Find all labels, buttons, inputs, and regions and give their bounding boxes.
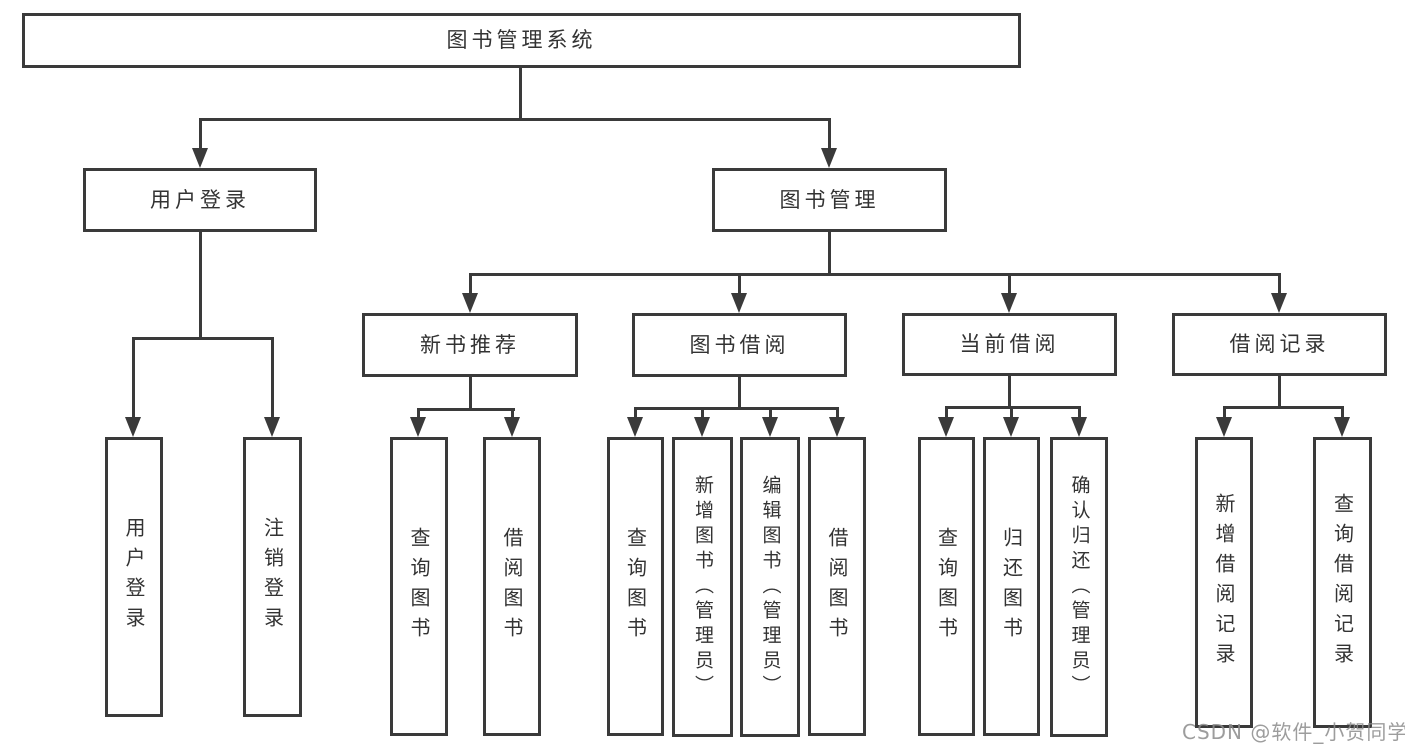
connector-line bbox=[634, 407, 838, 410]
node-user-login: 用户登录 bbox=[83, 168, 317, 232]
csdn-watermark: CSDN @软件_小贺同学 bbox=[1182, 720, 1405, 744]
leaf-query-borrow-record: 查询借阅记录 bbox=[1313, 437, 1372, 728]
node-borrow-records: 借阅记录 bbox=[1172, 313, 1387, 376]
leaf-add-book-admin: 新增图书（管理员） bbox=[672, 437, 733, 737]
connector-line bbox=[769, 407, 772, 421]
leaf-query-book-1-label: 查询图书 bbox=[407, 526, 431, 647]
node-book-borrow: 图书借阅 bbox=[632, 313, 847, 377]
arrowhead-down-icon bbox=[1216, 417, 1232, 437]
connector-line bbox=[828, 118, 831, 150]
leaf-add-book-admin-label: 新增图书（管理员） bbox=[692, 474, 714, 700]
connector-line bbox=[738, 273, 741, 297]
arrowhead-down-icon bbox=[462, 293, 478, 313]
leaf-borrow-book-1-label: 借阅图书 bbox=[500, 526, 524, 647]
leaf-user-login: 用户登录 bbox=[105, 437, 163, 717]
connector-line bbox=[1223, 406, 1344, 409]
connector-line bbox=[519, 68, 522, 118]
arrowhead-down-icon bbox=[504, 417, 520, 437]
connector-line bbox=[417, 408, 515, 411]
connector-line bbox=[828, 232, 831, 273]
leaf-edit-book-admin-label: 编辑图书（管理员） bbox=[759, 474, 782, 700]
node-book-management-label: 图书管理 bbox=[779, 187, 880, 212]
leaf-logout: 注销登录 bbox=[243, 437, 302, 717]
connector-line bbox=[1223, 406, 1226, 421]
leaf-query-borrow-record-label: 查询借阅记录 bbox=[1330, 492, 1355, 673]
arrowhead-down-icon bbox=[1271, 293, 1287, 313]
arrowhead-down-icon bbox=[1001, 293, 1017, 313]
leaf-return-book: 归还图书 bbox=[983, 437, 1040, 736]
connector-line bbox=[836, 407, 839, 421]
node-root-label: 图书管理系统 bbox=[446, 28, 597, 52]
connector-line bbox=[199, 118, 831, 121]
leaf-borrow-book-1: 借阅图书 bbox=[483, 437, 541, 736]
leaf-confirm-return-admin: 确认归还（管理员） bbox=[1050, 437, 1108, 737]
leaf-add-borrow-record: 新增借阅记录 bbox=[1195, 437, 1253, 728]
arrowhead-down-icon bbox=[192, 148, 208, 168]
connector-line bbox=[945, 406, 948, 421]
leaf-edit-book-admin: 编辑图书（管理员） bbox=[740, 437, 800, 737]
connector-line bbox=[1010, 406, 1013, 421]
connector-line bbox=[1278, 273, 1281, 297]
node-new-book-recommend-label: 新书推荐 bbox=[420, 332, 520, 357]
arrowhead-down-icon bbox=[762, 417, 778, 437]
connector-line bbox=[945, 406, 1081, 409]
connector-line bbox=[469, 273, 1281, 276]
arrowhead-down-icon bbox=[627, 417, 643, 437]
arrowhead-down-icon bbox=[1071, 417, 1087, 437]
leaf-query-book-3: 查询图书 bbox=[918, 437, 975, 736]
leaf-add-borrow-record-label: 新增借阅记录 bbox=[1212, 492, 1236, 673]
arrowhead-down-icon bbox=[829, 417, 845, 437]
arrowhead-down-icon bbox=[264, 417, 280, 437]
leaf-logout-label: 注销登录 bbox=[260, 517, 285, 637]
connector-line bbox=[132, 337, 135, 421]
node-root: 图书管理系统 bbox=[22, 13, 1021, 68]
leaf-user-login-label: 用户登录 bbox=[122, 517, 146, 637]
connector-line bbox=[1008, 376, 1011, 406]
leaf-return-book-label: 归还图书 bbox=[999, 526, 1024, 647]
connector-line bbox=[132, 337, 274, 340]
arrowhead-down-icon bbox=[410, 417, 426, 437]
leaf-query-book-3-label: 查询图书 bbox=[934, 526, 959, 647]
connector-line bbox=[738, 377, 741, 407]
leaf-borrow-book-2-label: 借阅图书 bbox=[825, 526, 849, 647]
leaf-confirm-return-admin-label: 确认归还（管理员） bbox=[1068, 474, 1091, 700]
leaf-query-book-2-label: 查询图书 bbox=[623, 526, 648, 647]
connector-line bbox=[469, 273, 472, 297]
node-borrow-records-label: 借阅记录 bbox=[1229, 332, 1330, 356]
connector-line bbox=[417, 408, 420, 422]
connector-line bbox=[1341, 406, 1344, 421]
connector-line bbox=[271, 337, 274, 421]
connector-line bbox=[634, 407, 637, 421]
leaf-borrow-book-2: 借阅图书 bbox=[808, 437, 866, 736]
node-user-login-label: 用户登录 bbox=[150, 187, 250, 212]
node-book-management: 图书管理 bbox=[712, 168, 947, 232]
connector-line bbox=[1008, 273, 1011, 297]
arrowhead-down-icon bbox=[938, 417, 954, 437]
connector-line bbox=[701, 407, 704, 421]
leaf-query-book-1: 查询图书 bbox=[390, 437, 448, 736]
node-current-borrow-label: 当前借阅 bbox=[959, 332, 1060, 356]
node-book-borrow-label: 图书借阅 bbox=[689, 332, 790, 357]
connector-line bbox=[199, 118, 202, 150]
arrowhead-down-icon bbox=[694, 417, 710, 437]
connector-line bbox=[469, 377, 472, 408]
arrowhead-down-icon bbox=[1003, 417, 1019, 437]
connector-line bbox=[199, 232, 202, 337]
arrowhead-down-icon bbox=[125, 417, 141, 437]
connector-line bbox=[1278, 376, 1281, 406]
connector-line bbox=[511, 408, 514, 422]
arrowhead-down-icon bbox=[1334, 417, 1350, 437]
leaf-query-book-2: 查询图书 bbox=[607, 437, 664, 736]
arrowhead-down-icon bbox=[821, 148, 837, 168]
connector-line bbox=[1078, 406, 1081, 421]
arrowhead-down-icon bbox=[731, 293, 747, 313]
node-new-book-recommend: 新书推荐 bbox=[362, 313, 578, 377]
node-current-borrow: 当前借阅 bbox=[902, 313, 1117, 376]
